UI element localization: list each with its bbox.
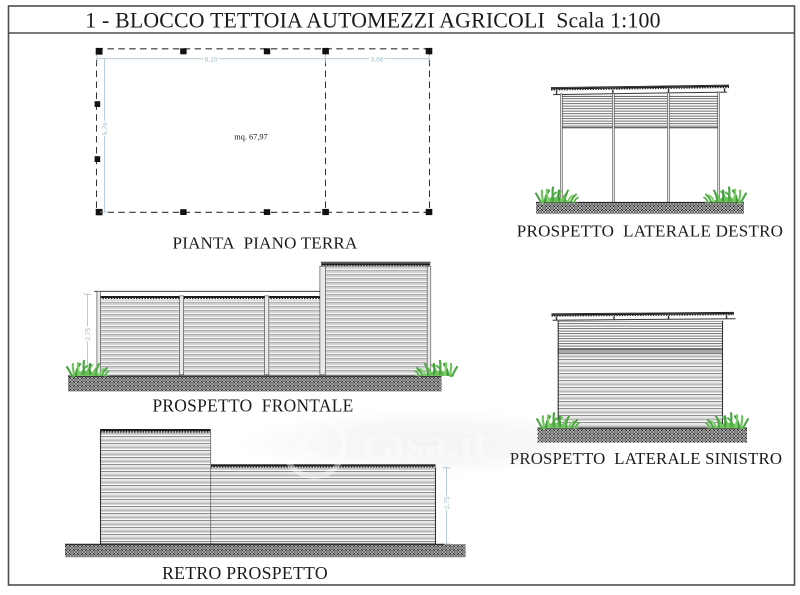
svg-text:3,66: 3,66 [371, 56, 384, 63]
svg-text:PIANTA PIANO TERRA: PIANTA PIANO TERRA [173, 234, 358, 253]
svg-text:5,76: 5,76 [102, 122, 109, 135]
svg-text:mq. 67,97: mq. 67,97 [234, 133, 267, 142]
svg-text:2,75: 2,75 [85, 327, 92, 340]
svg-text:PROSPETTO LATERALE DESTRO: PROSPETTO LATERALE DESTRO [517, 222, 783, 241]
svg-text:PROSPETTO FRONTALE: PROSPETTO FRONTALE [152, 396, 353, 416]
svg-text:1 - BLOCCO TETTOIA AUTOMEZZI A: 1 - BLOCCO TETTOIA AUTOMEZZI AGRICOLI Sc… [85, 9, 660, 33]
svg-text:2,75: 2,75 [444, 496, 451, 509]
svg-text:casa.it: casa.it [362, 418, 489, 469]
svg-text:RETRO PROSPETTO: RETRO PROSPETTO [162, 563, 328, 583]
svg-text:8,10: 8,10 [205, 56, 218, 63]
